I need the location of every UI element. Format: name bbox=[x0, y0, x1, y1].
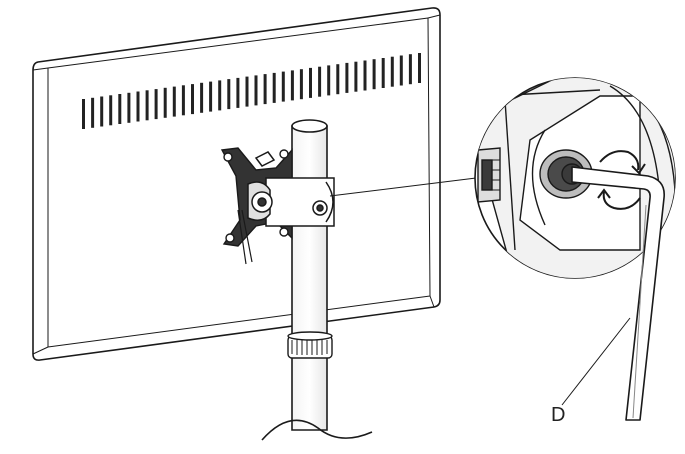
vent-slot bbox=[263, 74, 267, 105]
vent-slot bbox=[345, 62, 349, 93]
vent-slot bbox=[281, 71, 285, 102]
vent-slot bbox=[118, 94, 122, 124]
callout-label-d: D bbox=[551, 404, 565, 426]
vent-slot bbox=[172, 86, 176, 117]
vent-slot bbox=[163, 87, 167, 118]
vent-slot bbox=[91, 97, 95, 128]
vent-slot bbox=[390, 56, 394, 87]
vent-slot bbox=[318, 66, 322, 97]
vent-slot bbox=[299, 69, 303, 100]
vent-slot bbox=[272, 72, 276, 103]
vent-slot bbox=[290, 70, 294, 101]
vent-slot bbox=[154, 89, 158, 120]
vent-slot bbox=[381, 58, 385, 88]
vent-slot bbox=[236, 77, 240, 108]
vent-slot bbox=[127, 92, 131, 123]
vent-slot bbox=[363, 60, 367, 91]
zoom-leader-line bbox=[329, 177, 477, 197]
vent-slot bbox=[418, 53, 421, 83]
vent-slot bbox=[245, 76, 249, 107]
vent-slot bbox=[181, 85, 185, 116]
vent-slot bbox=[408, 54, 412, 85]
vent-slot bbox=[354, 61, 358, 92]
vent-slot bbox=[82, 99, 85, 129]
vent-slot bbox=[109, 95, 113, 126]
vent-slot bbox=[372, 59, 376, 90]
rotation-arrows-icon bbox=[597, 150, 646, 210]
vent-slot bbox=[336, 64, 340, 95]
vent-slot bbox=[227, 79, 231, 110]
monitor-pole bbox=[291, 119, 328, 431]
vent-slot bbox=[136, 91, 140, 122]
vent-slot bbox=[309, 67, 312, 98]
vent-slot bbox=[145, 90, 149, 121]
vent-slot bbox=[218, 80, 222, 111]
base-outline bbox=[261, 419, 373, 441]
vent-slot bbox=[100, 96, 104, 127]
cable-clip bbox=[287, 331, 333, 359]
vent-slot bbox=[200, 82, 204, 113]
vent-slot bbox=[254, 75, 258, 106]
allen-key-d bbox=[571, 166, 665, 421]
vent-slot bbox=[191, 84, 194, 115]
callout-leader-d bbox=[561, 317, 631, 406]
vent-slot bbox=[209, 81, 213, 112]
pole-clamp bbox=[237, 151, 335, 265]
vent-slot bbox=[327, 65, 331, 96]
vent-slots bbox=[82, 53, 421, 129]
vent-slot bbox=[399, 55, 403, 86]
